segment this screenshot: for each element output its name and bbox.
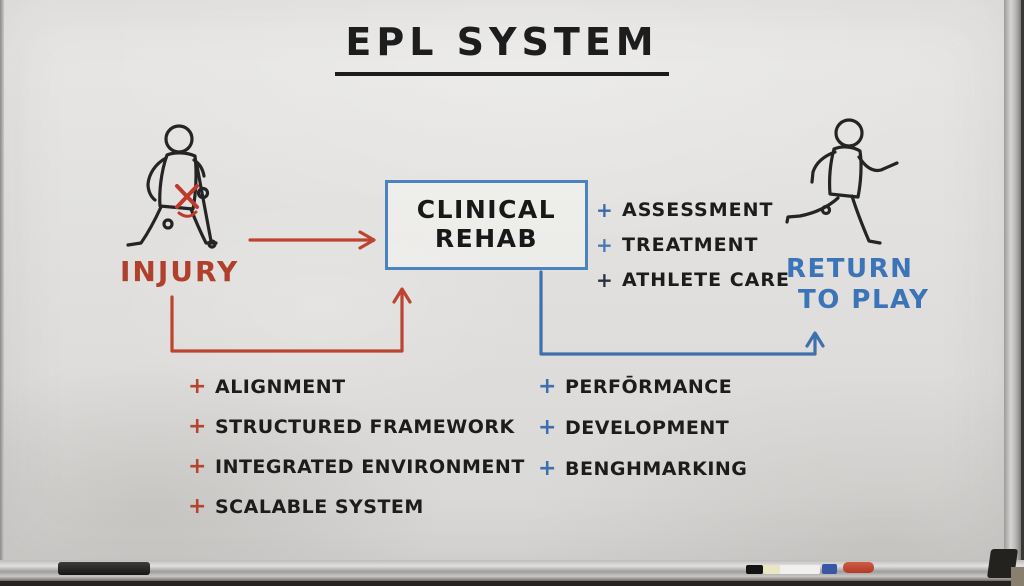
list-item: + ATHLETE CARE xyxy=(596,268,790,292)
list-item-label: ASSESSMENT xyxy=(622,199,774,221)
plus-icon: + xyxy=(596,198,614,222)
return-to-play-line2: TO PLAY xyxy=(798,285,930,316)
list-item: + DEVELOPMENT xyxy=(538,415,747,440)
plus-icon: + xyxy=(538,374,557,399)
board-left-edge xyxy=(0,0,4,560)
return-to-play-line1: RETURN xyxy=(786,254,914,284)
rehab-box-line1: CLINICAL xyxy=(416,195,557,225)
board-right-frame xyxy=(1004,0,1021,560)
list-item-label: ALIGNMENT xyxy=(215,375,346,398)
list-item: + INTEGRATED ENVIRONMENT xyxy=(188,454,525,479)
title-row: EPL SYSTEM xyxy=(0,20,1004,76)
black-marker xyxy=(746,565,763,574)
red-marker xyxy=(843,562,874,573)
rehab-box-line2: REHAB xyxy=(434,224,539,253)
outcomes-list: + PERFŌRMANCE + DEVELOPMENT + BENGHMARKI… xyxy=(538,374,747,481)
tray-shadow xyxy=(0,581,1024,586)
diagram-title: EPL SYSTEM xyxy=(335,20,669,76)
plus-icon: + xyxy=(188,374,207,399)
plus-icon: + xyxy=(188,414,207,439)
plus-icon: + xyxy=(538,415,557,440)
list-item-label: TREATMENT xyxy=(622,234,759,256)
plus-icon: + xyxy=(188,454,207,479)
list-item-label: ATHLETE CARE xyxy=(622,269,790,291)
list-item: + ASSESSMENT xyxy=(596,198,790,222)
list-item: + ALIGNMENT xyxy=(188,374,525,399)
floor-corner xyxy=(1011,567,1024,586)
list-item-label: PERFŌRMANCE xyxy=(565,375,733,398)
plus-icon: + xyxy=(188,494,207,519)
list-item: + TREATMENT xyxy=(596,233,790,257)
background-edge xyxy=(1021,0,1024,586)
blue-marker xyxy=(822,564,837,574)
list-item: + STRUCTURED FRAMEWORK xyxy=(188,414,525,439)
list-item-label: SCALABLE SYSTEM xyxy=(215,495,424,518)
plus-icon: + xyxy=(596,268,614,292)
system-pillars-list: + ALIGNMENT + STRUCTURED FRAMEWORK + INT… xyxy=(188,374,525,519)
eraser xyxy=(58,562,150,575)
list-item-label: DEVELOPMENT xyxy=(565,416,730,439)
return-to-play-label: RETURN TO PLAY xyxy=(786,254,929,316)
plus-icon: + xyxy=(538,456,557,481)
rehab-services-list: + ASSESSMENT + TREATMENT + ATHLETE CARE xyxy=(596,198,790,292)
list-item: + PERFŌRMANCE xyxy=(538,374,747,399)
list-item: + SCALABLE SYSTEM xyxy=(188,494,525,519)
black-marker-body xyxy=(763,565,820,574)
clinical-rehab-box: CLINICAL REHAB xyxy=(385,180,588,270)
injury-label: INJURY xyxy=(120,255,240,288)
plus-icon: + xyxy=(596,233,614,257)
list-item: + BENGHMARKING xyxy=(538,456,747,481)
list-item-label: INTEGRATED ENVIRONMENT xyxy=(215,455,525,478)
list-item-label: BENGHMARKING xyxy=(565,457,748,480)
whiteboard xyxy=(0,0,1004,560)
list-item-label: STRUCTURED FRAMEWORK xyxy=(215,415,515,438)
